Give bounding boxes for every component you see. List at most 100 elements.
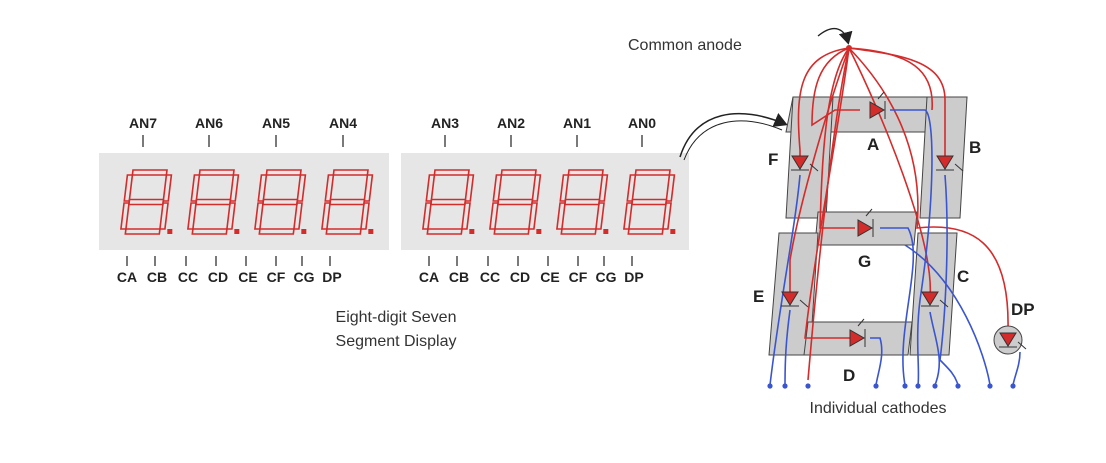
led-a-icon (869, 91, 886, 119)
segment-d (325, 228, 362, 235)
segment-label-c: C (957, 267, 969, 286)
right-pin-labels: CA CB CC CD CE CF CG DP (419, 269, 644, 285)
decimal-point (234, 229, 240, 234)
seven-segment-digit (254, 169, 307, 235)
segment-label-f: F (768, 150, 778, 169)
led-f-icon (791, 155, 819, 172)
anode-label-an0: AN0 (628, 115, 656, 131)
segment-d (560, 228, 597, 235)
pin-label-cg: CG (596, 269, 617, 285)
individual-cathodes-label: Individual cathodes (810, 400, 947, 417)
led-b-icon (936, 155, 964, 172)
anode-label-an6: AN6 (195, 115, 223, 131)
pointer-arrow (679, 112, 788, 158)
segment-label-a: A (867, 135, 879, 154)
segment-label-b: B (969, 138, 981, 157)
right-anode-labels: AN3 AN2 AN1 AN0 (431, 115, 656, 131)
pin-label-cc: CC (178, 269, 198, 285)
segment-b (531, 174, 542, 202)
segment-letters: A F B G E C D DP (753, 135, 1035, 385)
anode-label-an2: AN2 (497, 115, 525, 131)
led-d-icon (849, 318, 866, 347)
right-display: AN3 AN2 AN1 AN0 CA CB CC CD CE C (401, 115, 689, 285)
seven-segment-digit (187, 169, 240, 235)
segment-b (464, 174, 475, 202)
segment-e (556, 202, 566, 230)
segment-d (191, 228, 228, 235)
segment-g (563, 198, 601, 206)
decimal-point (301, 229, 307, 234)
left-pin-labels: CA CB CC CD CE CF CG DP (117, 269, 342, 285)
pin-label-ce: CE (540, 269, 559, 285)
segment-g (630, 198, 668, 206)
pin-label-cb: CB (449, 269, 469, 285)
anode-label-an7: AN7 (129, 115, 157, 131)
segment-b (162, 174, 173, 202)
caption-line-2: Segment Display (336, 333, 457, 350)
left-display: AN7 AN6 AN5 AN4 CA CB CC CD CE C (99, 115, 389, 285)
decimal-point (603, 229, 609, 234)
led-c-icon (921, 291, 949, 308)
anode-label-an3: AN3 (431, 115, 459, 131)
segment-c (293, 202, 303, 230)
segment-label-e: E (753, 287, 764, 306)
segment-schematic: A F B G E C D DP Common anode Individual… (628, 27, 1035, 417)
pin-label-cf: CF (569, 269, 588, 285)
common-anode-label: Common anode (628, 37, 742, 54)
segment-e (422, 202, 432, 230)
segment-label-d: D (843, 366, 855, 385)
segment-d (258, 228, 295, 235)
pin-label-cc: CC (480, 269, 500, 285)
segment-label-g: G (858, 252, 871, 271)
segment-g (328, 198, 366, 206)
seven-segment-digit (120, 169, 173, 235)
anode-label-an4: AN4 (329, 115, 357, 131)
segment-c (360, 202, 370, 230)
segment-b (296, 174, 307, 202)
seven-segment-digit (556, 169, 609, 235)
left-display-panel (99, 153, 389, 250)
led-symbols (781, 91, 1027, 355)
segment-d (124, 228, 161, 235)
segment-g (261, 198, 299, 206)
left-anode-labels: AN7 AN6 AN5 AN4 (129, 115, 357, 131)
pin-label-ce: CE (238, 269, 257, 285)
pin-label-ca: CA (419, 269, 439, 285)
led-g-icon (857, 208, 874, 237)
segment-c (461, 202, 471, 230)
segment-e (120, 202, 130, 230)
left-digits (120, 169, 374, 235)
led-e-icon (781, 291, 809, 308)
pointer-arrow-inner (683, 120, 783, 161)
segment-g (127, 198, 165, 206)
cathode-wires (769, 109, 1021, 386)
anode-wires (789, 47, 1009, 381)
segment-c (662, 202, 672, 230)
pin-label-cg: CG (294, 269, 315, 285)
segment-g (194, 198, 232, 206)
segment-d (627, 228, 664, 235)
anode-label-an5: AN5 (262, 115, 290, 131)
right-digits (422, 169, 676, 235)
pin-label-dp: DP (322, 269, 341, 285)
segment-b (229, 174, 240, 202)
left-pin-ticks (126, 256, 331, 266)
segment-b (363, 174, 374, 202)
segment-e (623, 202, 633, 230)
pin-label-cb: CB (147, 269, 167, 285)
right-pin-ticks (428, 256, 633, 266)
pin-label-cd: CD (510, 269, 530, 285)
decimal-point (368, 229, 374, 234)
segment-c (595, 202, 605, 230)
caption-line-1: Eight-digit Seven (336, 309, 457, 326)
cathode-terminals (767, 383, 1016, 389)
pin-label-dp: DP (624, 269, 643, 285)
anode-label-an1: AN1 (563, 115, 591, 131)
segment-e (321, 202, 331, 230)
segment-c (226, 202, 236, 230)
common-anode-arrow (817, 27, 853, 45)
left-anode-ticks (142, 135, 344, 147)
segment-e (254, 202, 264, 230)
segment-b (598, 174, 609, 202)
